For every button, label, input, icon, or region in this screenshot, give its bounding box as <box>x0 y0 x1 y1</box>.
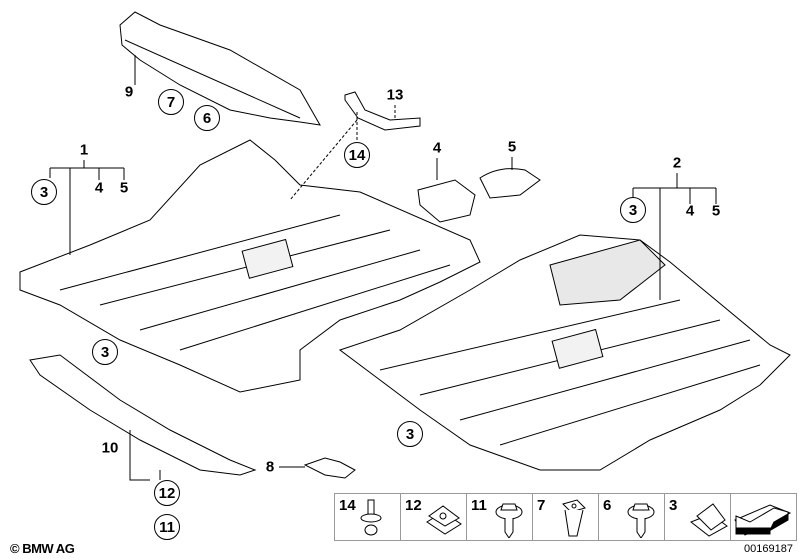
callout-13: 13 <box>386 86 404 104</box>
callout-9: 9 <box>124 83 134 101</box>
callout-12: 12 <box>154 480 180 506</box>
legend-cell: 14 <box>335 494 401 540</box>
callout-3: 3 <box>92 339 118 365</box>
fastener-legend: 14 12 11 7 6 3 <box>334 493 797 541</box>
legend-number: 6 <box>603 497 612 514</box>
part-5-cover <box>479 168 541 199</box>
callout-1: 1 <box>79 141 89 159</box>
callout-7: 7 <box>158 89 184 115</box>
part-9-shield <box>119 11 321 126</box>
legend-cell: 11 <box>467 494 533 540</box>
callout-10: 10 <box>101 439 119 457</box>
callout-5: 5 <box>711 202 721 220</box>
callout-5: 5 <box>507 138 517 156</box>
legend-cell: 3 <box>665 494 731 540</box>
callout-8: 8 <box>265 458 275 476</box>
part-10-strip <box>29 354 257 476</box>
legend-cell: 7 <box>533 494 599 540</box>
leader-lines <box>49 55 717 481</box>
part-2-underbody-panel <box>338 234 791 471</box>
callout-2: 2 <box>672 154 682 172</box>
part-4-plate <box>417 179 476 223</box>
callout-4: 4 <box>432 139 442 157</box>
callout-6: 6 <box>194 105 220 131</box>
callout-3: 3 <box>397 421 423 447</box>
callout-4: 4 <box>685 202 695 220</box>
part-1-underbody-panel <box>19 139 481 393</box>
legend-cell <box>731 494 796 540</box>
part-8-bracket <box>303 457 356 479</box>
legend-cell: 6 <box>599 494 665 540</box>
legend-cell: 12 <box>401 494 467 540</box>
legend-number: 3 <box>669 497 678 514</box>
clip-nut-icon <box>426 505 462 535</box>
legend-number: 7 <box>537 497 546 514</box>
hex-screw-icon <box>627 503 655 538</box>
callout-3: 3 <box>31 179 57 205</box>
callout-5: 5 <box>119 179 129 197</box>
spring-clip-icon <box>690 503 728 537</box>
part-13-bracket <box>344 91 421 131</box>
legend-number: 11 <box>471 497 487 514</box>
legend-number: 12 <box>405 497 422 514</box>
callout-3: 3 <box>620 197 646 223</box>
document-number: 00169187 <box>744 543 793 555</box>
callout-14: 14 <box>344 142 370 168</box>
direction-arrow-icon <box>735 507 789 535</box>
push-rivet-icon <box>360 499 382 536</box>
legend-number: 14 <box>339 497 356 514</box>
expanding-nut-icon <box>562 499 586 537</box>
callout-11: 11 <box>154 514 180 540</box>
hex-screw-icon <box>495 503 523 538</box>
copyright: © BMW AG <box>10 541 75 556</box>
callout-4: 4 <box>94 179 104 197</box>
